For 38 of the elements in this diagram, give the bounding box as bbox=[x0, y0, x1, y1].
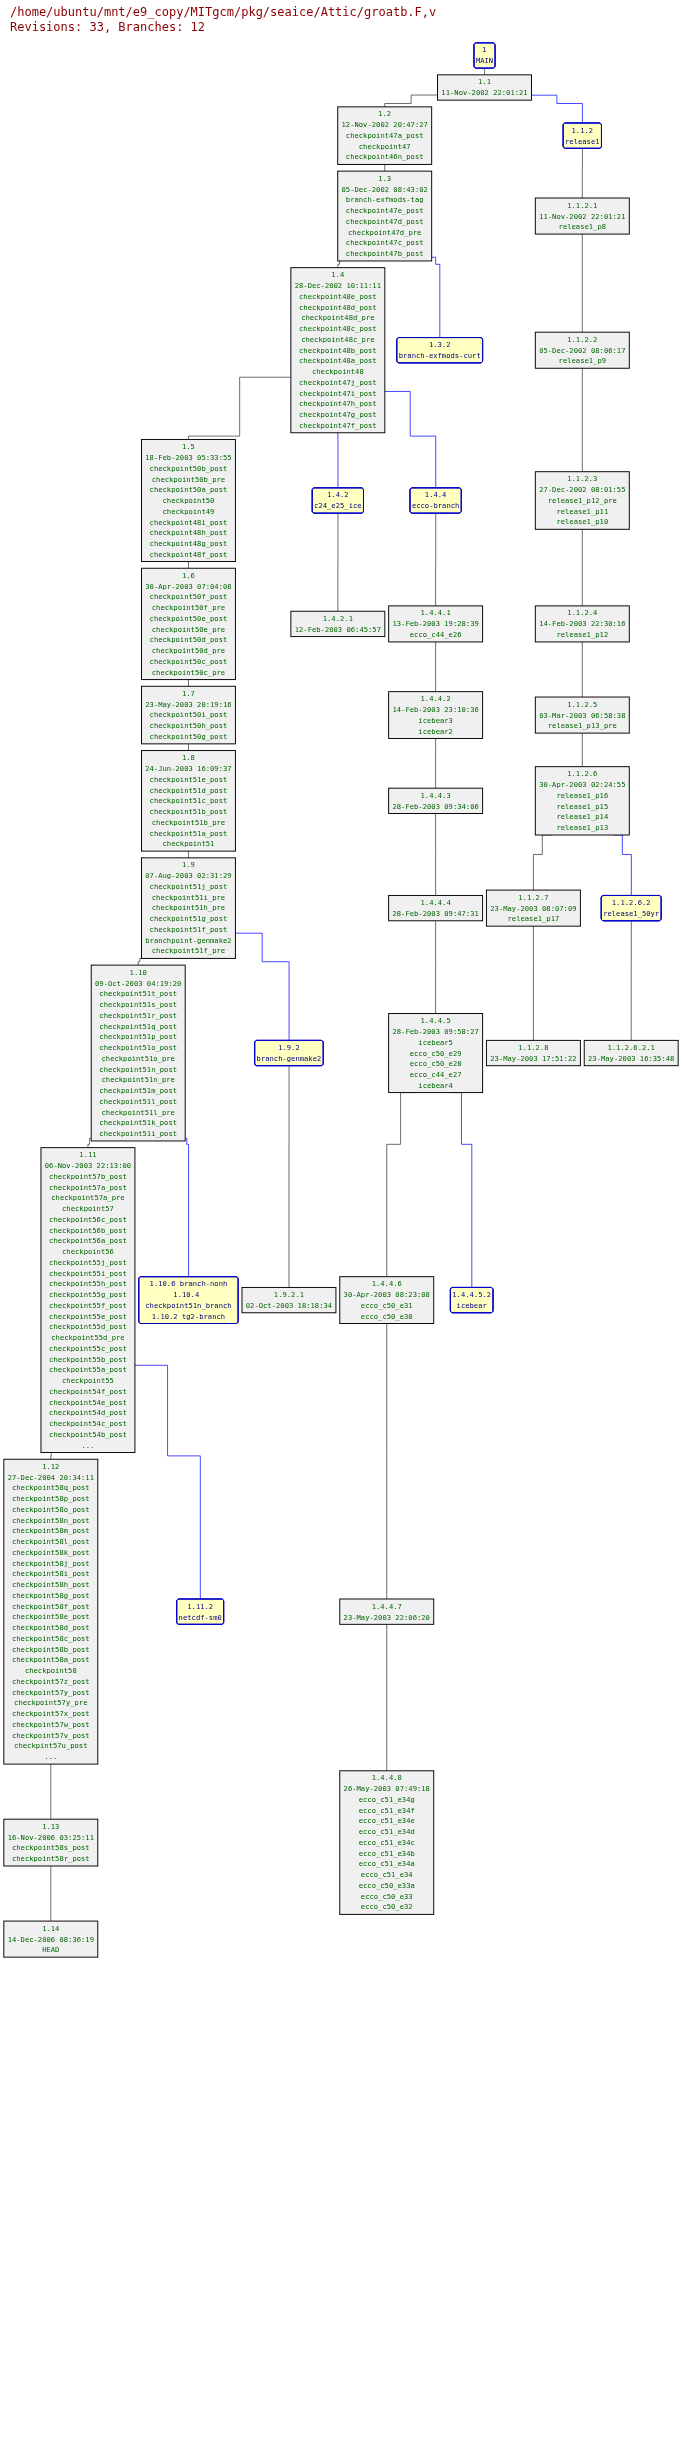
connector bbox=[188, 850, 189, 859]
connector bbox=[581, 367, 583, 473]
connector bbox=[435, 920, 436, 1014]
connector bbox=[87, 1138, 92, 1148]
connector bbox=[630, 920, 632, 1041]
connector bbox=[435, 513, 437, 607]
connector bbox=[581, 233, 583, 333]
connector bbox=[386, 1623, 388, 1772]
connector bbox=[337, 513, 339, 612]
connector bbox=[435, 641, 436, 692]
connector bbox=[188, 376, 292, 440]
connector bbox=[134, 1364, 201, 1600]
connector bbox=[50, 1763, 52, 1820]
connector bbox=[581, 528, 583, 607]
connector bbox=[50, 1865, 52, 1922]
connector bbox=[337, 260, 342, 269]
connector bbox=[137, 957, 142, 966]
file-path-title: /home/ubuntu/mnt/e9_copy/MITgcm/pkg/seaice/Attic/groatb.F,v bbox=[10, 5, 438, 19]
connector bbox=[184, 1138, 190, 1278]
connector bbox=[288, 1065, 290, 1288]
connector bbox=[581, 641, 583, 698]
connector bbox=[384, 94, 438, 108]
connector bbox=[581, 732, 583, 768]
connector bbox=[384, 391, 437, 489]
connector bbox=[188, 679, 189, 687]
connector bbox=[188, 743, 189, 751]
connector bbox=[533, 925, 534, 1041]
connector bbox=[384, 164, 386, 172]
connector bbox=[386, 1323, 388, 1600]
connector bbox=[435, 813, 436, 896]
connector bbox=[484, 68, 486, 76]
summary-note: Revisions: 33, Branches: 12 bbox=[10, 20, 207, 34]
connector bbox=[431, 256, 441, 339]
connector bbox=[188, 561, 189, 569]
connector bbox=[581, 148, 583, 199]
connector bbox=[50, 1452, 52, 1460]
connector bbox=[531, 94, 583, 124]
connector bbox=[435, 738, 436, 789]
